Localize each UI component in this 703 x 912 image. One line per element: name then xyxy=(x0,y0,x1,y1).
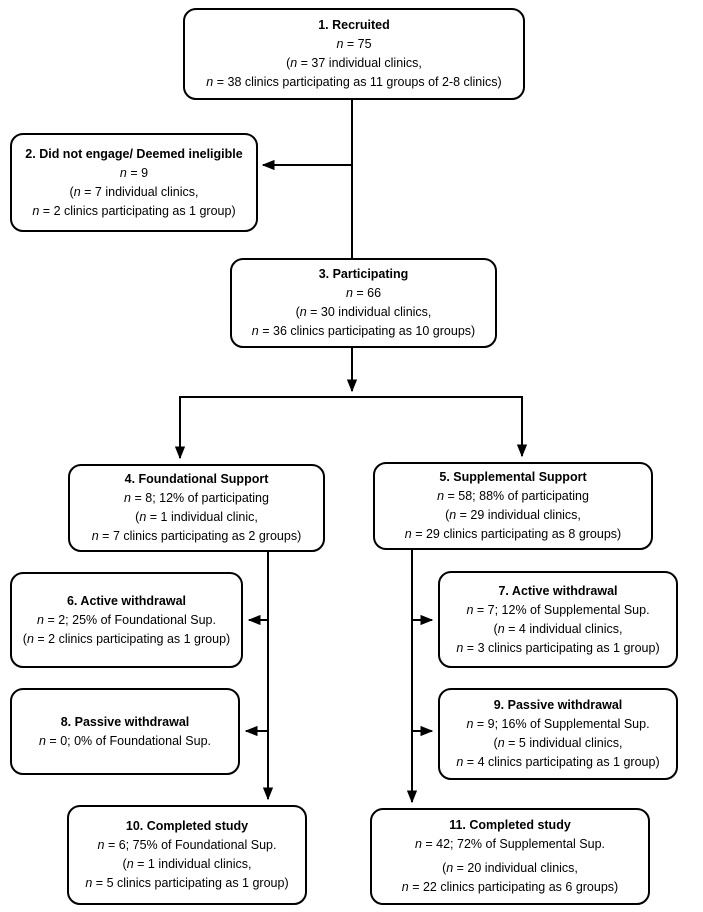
box-2-did-not-engage: 2. Did not engage/ Deemed ineligible n =… xyxy=(10,133,258,232)
box-title: 8. Passive withdrawal xyxy=(60,714,190,729)
box-7-active-withdrawal-supplemental: 7. Active withdrawal n = 7; 12% of Suppl… xyxy=(438,571,678,668)
box-title: 9. Passive withdrawal xyxy=(493,698,623,712)
box-line: n = 75 xyxy=(336,37,372,51)
box-line: n = 22 clinics participating as 6 groups… xyxy=(401,880,619,894)
box-title: 10. Completed study xyxy=(125,819,249,833)
box-4-foundational-support: 4. Foundational Support n = 8; 12% of pa… xyxy=(68,464,325,552)
box-line: n = 4 clinics participating as 1 group) xyxy=(456,755,660,769)
box-line: n = 9 xyxy=(119,165,149,180)
box-line: (n = 7 individual clinics, xyxy=(69,184,199,199)
box-title: 5. Supplemental Support xyxy=(439,470,587,484)
box-line: n = 2 clinics participating as 1 group) xyxy=(32,203,236,218)
box-line: (n = 37 individual clinics, xyxy=(286,56,422,70)
box-line: n = 8; 12% of participating xyxy=(124,491,269,505)
box-1-recruited: 1. Recruited n = 75 (n = 37 individual c… xyxy=(183,8,525,100)
box-line: n = 58; 88% of participating xyxy=(437,489,589,503)
box-title: 1. Recruited xyxy=(318,18,390,32)
box-line: n = 29 clinics participating as 8 groups… xyxy=(404,527,622,541)
box-line: n = 9; 16% of Supplemental Sup. xyxy=(466,717,650,731)
box-line: (n = 1 individual clinics, xyxy=(122,857,252,871)
box-title: 4. Foundational Support xyxy=(124,472,269,486)
box-line: (n = 2 clinics participating as 1 group) xyxy=(22,631,231,646)
box-line: n = 42; 72% of Supplemental Sup. xyxy=(414,837,606,851)
box-line: (n = 20 individual clinics, xyxy=(442,861,578,875)
box-line: (n = 4 individual clinics, xyxy=(493,621,623,636)
box-3-participating: 3. Participating n = 66 (n = 30 individu… xyxy=(230,258,497,348)
box-title: 6. Active withdrawal xyxy=(66,593,187,608)
box-title: 11. Completed study xyxy=(449,818,571,832)
box-title: 7. Active withdrawal xyxy=(498,583,618,598)
box-5-supplemental-support: 5. Supplemental Support n = 58; 88% of p… xyxy=(373,462,653,550)
box-line: n = 5 clinics participating as 1 group) xyxy=(85,876,289,890)
box-line: (n = 30 individual clinics, xyxy=(295,305,432,319)
box-6-active-withdrawal-foundational: 6. Active withdrawal n = 2; 25% of Found… xyxy=(10,572,243,668)
box-title: 3. Participating xyxy=(318,267,409,281)
box-line: n = 3 clinics participating as 1 group) xyxy=(456,640,660,655)
box-line: n = 38 clinics participating as 11 group… xyxy=(206,75,502,89)
box-line: n = 66 xyxy=(345,286,382,300)
box-line: n = 36 clinics participating as 10 group… xyxy=(251,324,476,338)
box-line: n = 0; 0% of Foundational Sup. xyxy=(39,733,211,748)
box-line: n = 7 clinics participating as 2 groups) xyxy=(91,529,302,543)
box-8-passive-withdrawal-foundational: 8. Passive withdrawal n = 0; 0% of Found… xyxy=(10,688,240,775)
box-line: (n = 5 individual clinics, xyxy=(493,736,623,750)
box-line: n = 2; 25% of Foundational Sup. xyxy=(37,612,216,627)
box-line: n = 7; 12% of Supplemental Sup. xyxy=(466,602,650,617)
box-9-passive-withdrawal-supplemental: 9. Passive withdrawal n = 9; 16% of Supp… xyxy=(438,688,678,780)
box-11-completed-supplemental: 11. Completed study n = 42; 72% of Suppl… xyxy=(370,808,650,905)
box-title: 2. Did not engage/ Deemed ineligible xyxy=(25,146,243,161)
box-line: (n = 1 individual clinic, xyxy=(135,510,258,524)
box-10-completed-foundational: 10. Completed study n = 6; 75% of Founda… xyxy=(67,805,307,905)
box-line: n = 6; 75% of Foundational Sup. xyxy=(97,838,277,852)
box-line: (n = 29 individual clinics, xyxy=(445,508,581,522)
